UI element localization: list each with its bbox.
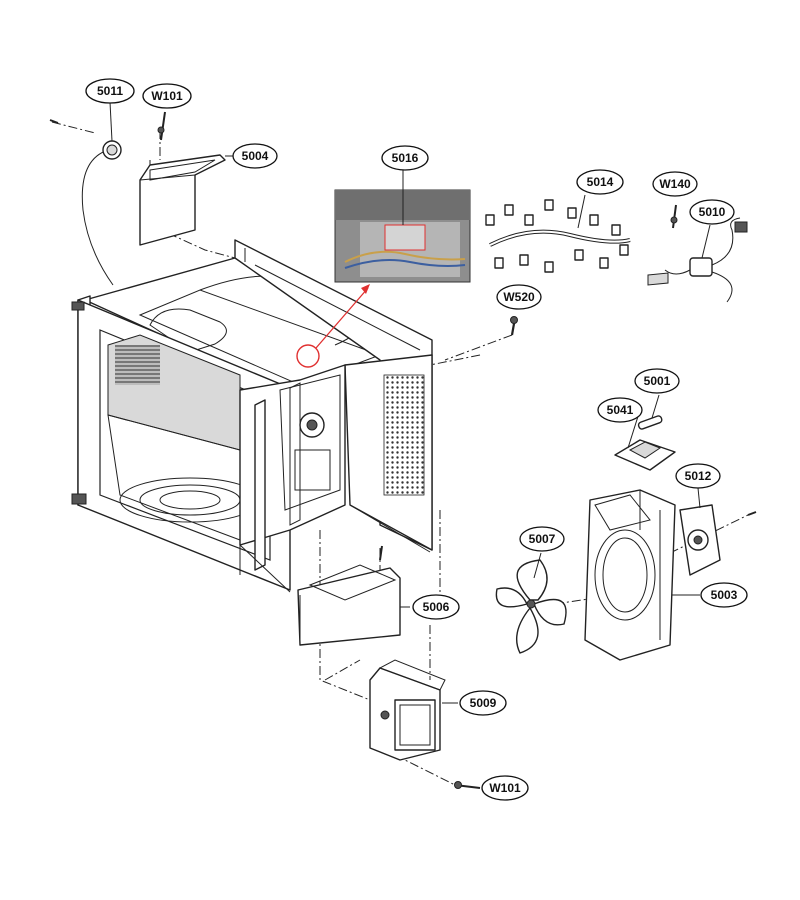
screw-w140	[670, 204, 678, 229]
callout-5001-label: 5001	[644, 374, 671, 388]
callout-5007: 5007	[519, 526, 565, 552]
callout-w520-label: W520	[503, 290, 535, 304]
callout-5012-label: 5012	[685, 469, 712, 483]
part-5010	[647, 217, 748, 303]
part-5006	[297, 564, 410, 646]
callout-5006-label: 5006	[423, 600, 450, 614]
callout-5010: 5010	[689, 199, 735, 225]
callout-5003: 5003	[700, 582, 748, 608]
vent-grid	[383, 374, 425, 496]
part-5009-magnetron	[369, 659, 458, 761]
callout-5011-label: 5011	[97, 84, 123, 98]
part-5012-motor	[679, 487, 721, 576]
callout-w520: W520	[496, 284, 542, 310]
callout-5012: 5012	[675, 463, 721, 489]
cavity-vents	[115, 345, 160, 385]
callout-5001: 5001	[634, 368, 680, 394]
oven-cavity	[71, 239, 433, 593]
callout-5014-label: 5014	[587, 175, 614, 189]
callout-5004-label: 5004	[242, 149, 269, 163]
callout-w101-lower-label: W101	[489, 781, 521, 795]
callout-5010-label: 5010	[699, 205, 726, 219]
callout-5004: 5004	[232, 143, 278, 169]
callout-w140-label: W140	[659, 177, 691, 191]
callout-5009-label: 5009	[470, 696, 497, 710]
callout-5016-label: 5016	[392, 151, 419, 165]
callout-5003-label: 5003	[711, 588, 738, 602]
detail-highlight	[296, 284, 370, 368]
callout-5016: 5016	[381, 145, 429, 171]
callout-5007-label: 5007	[529, 532, 556, 546]
screw-w101-upper	[157, 111, 166, 141]
callout-5041: 5041	[597, 397, 643, 423]
callout-5009: 5009	[459, 690, 507, 716]
part-5001-fuse	[637, 394, 663, 430]
part-5011	[81, 101, 122, 286]
screw-w520	[510, 316, 518, 336]
assembly-lines	[51, 121, 749, 786]
part-5016-photo	[334, 170, 471, 283]
part-5003-fan-duct	[584, 489, 700, 661]
screw-5006	[379, 545, 383, 561]
callout-5014: 5014	[576, 169, 624, 195]
callout-5011: 5011	[85, 78, 135, 104]
part-5014-harness	[485, 194, 631, 273]
part-5007-fan-blade	[495, 552, 567, 654]
callout-w101-upper: W101	[142, 83, 192, 109]
screw-5012	[747, 511, 757, 516]
callout-w101-lower: W101	[481, 775, 529, 801]
callout-5041-label: 5041	[607, 403, 634, 417]
callout-w101-upper-label: W101	[151, 89, 183, 103]
part-5041-board	[614, 409, 676, 471]
callout-w140: W140	[652, 171, 698, 197]
part-5004	[139, 154, 236, 246]
screw-left	[49, 119, 59, 124]
callout-5006: 5006	[412, 594, 460, 620]
screw-w101-lower	[454, 781, 481, 789]
